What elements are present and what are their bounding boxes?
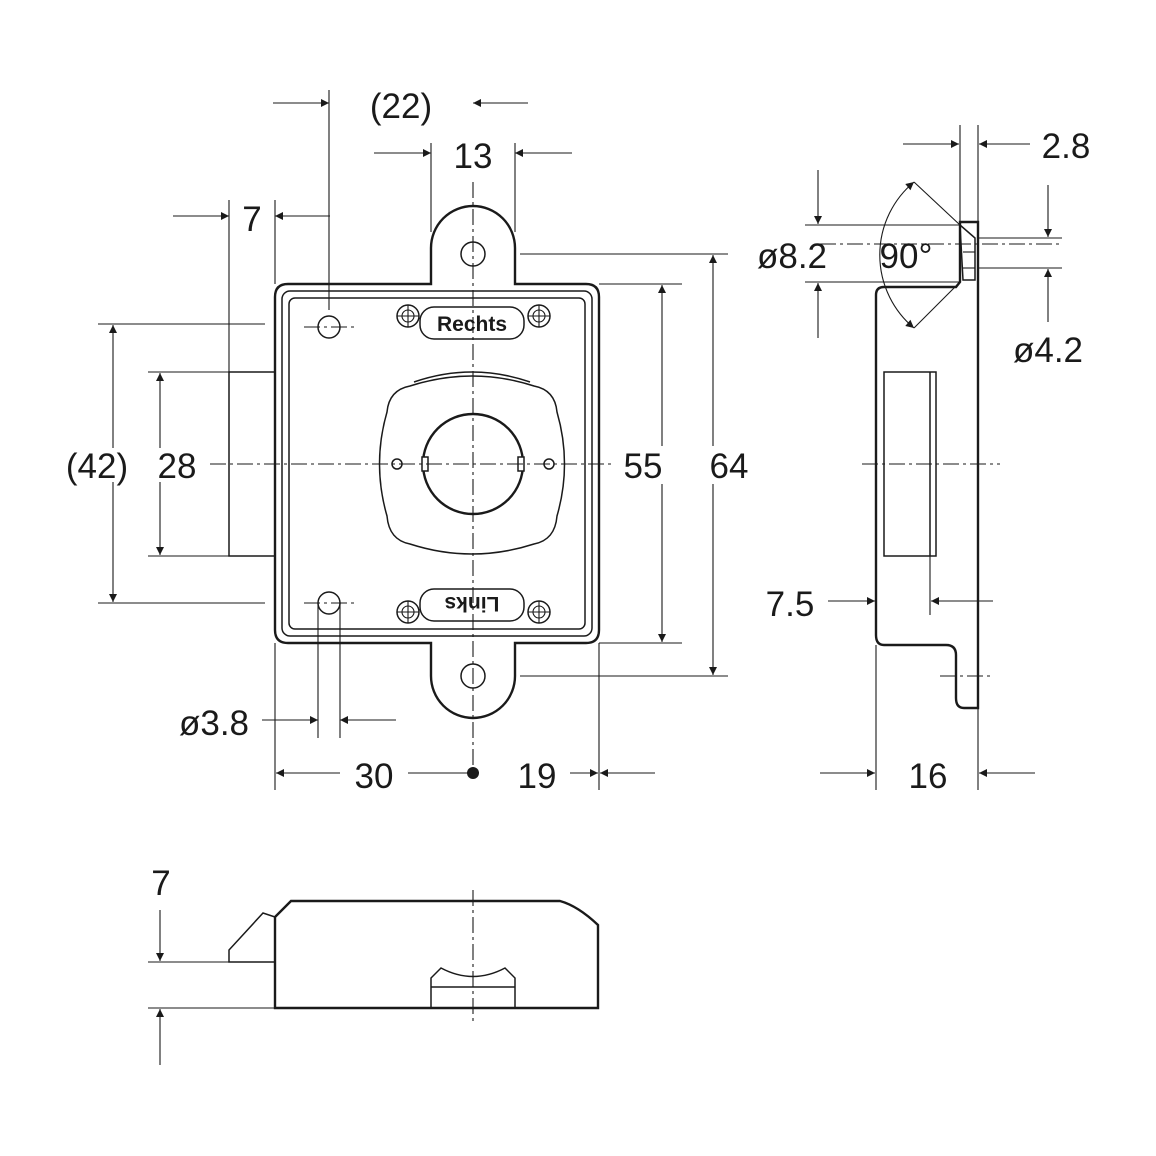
datum-point: [467, 767, 479, 779]
screw-icon: [527, 600, 551, 624]
label-rechts: Rechts: [437, 313, 507, 336]
dim-55: 55: [624, 447, 663, 486]
dim-64: 64: [710, 447, 749, 486]
dim-28: 28: [158, 447, 197, 486]
dim-13: 13: [454, 137, 493, 176]
rosette-top-edge: [413, 371, 531, 383]
cylinder-rosette: [378, 375, 566, 555]
dim-2-8: 2.8: [1042, 127, 1091, 166]
dim-4-2: ø4.2: [1013, 331, 1083, 370]
label-links: Links: [445, 592, 500, 615]
screw-icon: [396, 600, 420, 624]
bottom-view: 7: [148, 864, 600, 1065]
bolt-bottom: [228, 912, 276, 963]
label-plate-rechts: [419, 306, 525, 340]
bottom-body-outline: [273, 899, 600, 1010]
housing-outline: [273, 204, 601, 720]
dim-8-2: ø8.2: [757, 237, 827, 276]
screw-icon: [396, 304, 420, 328]
side-dimensions: 2.8 ø8.2 90° ø4.2 7.5 16: [757, 125, 1090, 796]
screw-icon: [527, 304, 551, 328]
side-body-outline: [874, 220, 980, 710]
dim-7-top: 7: [242, 200, 261, 239]
dim-16: 16: [909, 757, 948, 796]
dim-7-bottom: 7: [151, 864, 170, 903]
side-view: [820, 220, 1060, 710]
countersink-section: [959, 223, 976, 281]
dim-30: 30: [355, 757, 394, 796]
angle-arc: [879, 181, 915, 329]
front-dimensions: (22) 13 7 (42) 28 55 64 ø3.8: [66, 87, 749, 796]
dim-22: (22): [370, 87, 432, 126]
dim-19: 19: [518, 757, 557, 796]
dim-42: (42): [66, 447, 128, 486]
cover-plate: [288, 297, 586, 630]
front-view: Rechts Links: [210, 182, 612, 778]
label-plate-links: [419, 588, 525, 622]
dim-angle-90: 90°: [880, 237, 933, 276]
dim-hole-3-8: ø3.8: [179, 704, 249, 743]
dim-7-5: 7.5: [766, 585, 815, 624]
